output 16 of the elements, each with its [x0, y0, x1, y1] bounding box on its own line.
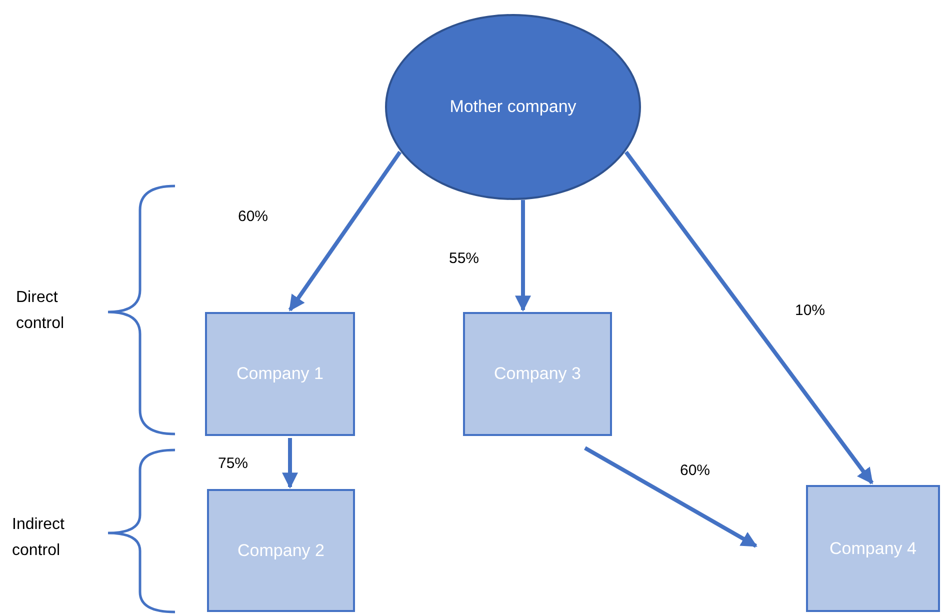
node-label: Mother company: [450, 96, 576, 118]
company-box: [205, 312, 355, 436]
arrow: [584, 446, 758, 548]
company-box: [806, 485, 940, 612]
node-label: Company 2: [238, 540, 324, 562]
node-label: Company 4: [830, 538, 916, 560]
arrow: [515, 200, 531, 312]
bracket-label: Indirect control: [12, 515, 66, 561]
bracket-label: Direct control: [16, 288, 66, 334]
arrow: [624, 150, 874, 484]
node-label: Company 3: [494, 363, 581, 386]
arrow: [282, 438, 298, 489]
node-label: Company 1: [236, 363, 324, 386]
company-box: [207, 489, 355, 612]
company-box: [463, 312, 612, 436]
arrow: [288, 150, 402, 312]
